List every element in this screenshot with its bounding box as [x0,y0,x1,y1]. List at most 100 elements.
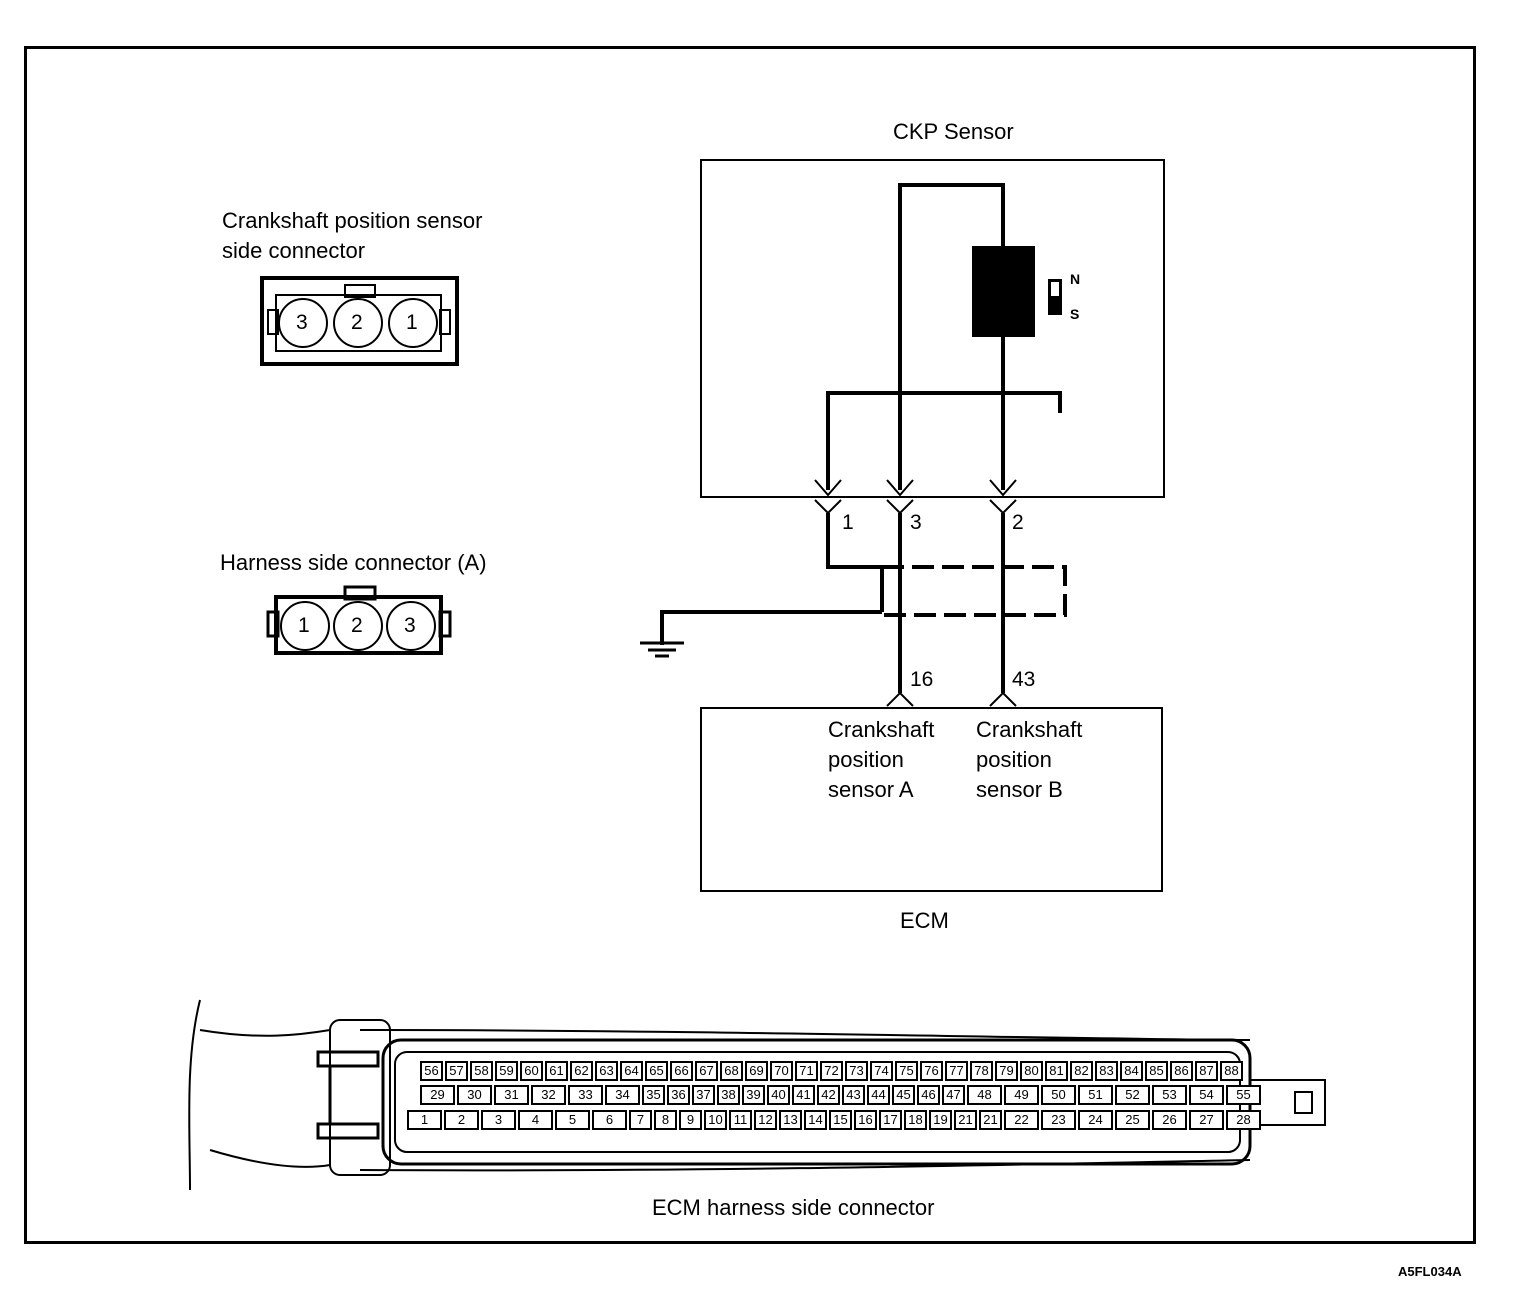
ecm-connector-pin: 58 [470,1061,493,1081]
ecm-pin-16-label: 16 [910,668,934,691]
ecm-connector-pin: 71 [795,1061,818,1081]
ecm-connector-pin: 12 [754,1110,777,1130]
ecm-connector-pin: 30 [457,1085,492,1105]
ecm-connector-pin: 29 [420,1085,455,1105]
ecm-sensor-b-line3: sensor B [976,777,1063,802]
ecm-connector-pin: 48 [967,1085,1002,1105]
ecm-connector-pin: 2 [444,1110,479,1130]
ecm-connector-pin: 4 [518,1110,553,1130]
ecm-connector-pin: 59 [495,1061,518,1081]
ecm-connector-pin: 43 [842,1085,865,1105]
ckp-terminal-2: 2 [1012,511,1024,534]
ecm-connector-pin: 66 [670,1061,693,1081]
harness-connector-drawing [266,585,452,655]
ecm-connector-pin: 75 [895,1061,918,1081]
ecm-connector-pin: 21 [954,1110,977,1130]
ckp-terminal-1: 1 [842,511,854,534]
harness-pin-2: 2 [351,614,363,637]
ecm-connector-pin: 56 [420,1061,443,1081]
ecm-connector-pin: 74 [870,1061,893,1081]
ecm-connector-pin: 36 [667,1085,690,1105]
ecm-connector-pin: 35 [642,1085,665,1105]
ecm-connector-pin: 63 [595,1061,618,1081]
ecm-connector-pin: 7 [629,1110,652,1130]
ecm-connector-pin: 72 [820,1061,843,1081]
ecm-connector-pin: 49 [1004,1085,1039,1105]
harness-connector-title: Harness side connector (A) [220,550,487,575]
ecm-connector-pin: 65 [645,1061,668,1081]
ecm-connector-pin: 83 [1095,1061,1118,1081]
ecm-connector-pin: 85 [1145,1061,1168,1081]
ecm-sensor-a-line3: sensor A [828,777,914,802]
ecm-connector-pin: 27 [1189,1110,1224,1130]
crankshaft-connector-title-line2: side connector [222,238,366,263]
ecm-connector-pin: 6 [592,1110,627,1130]
ecm-sensor-a-line2: position [828,747,904,772]
ecm-connector-pin: 81 [1045,1061,1068,1081]
ecm-connector-pin: 17 [879,1110,902,1130]
ecm-connector-pin: 76 [920,1061,943,1081]
crank-pin-1: 1 [406,311,418,334]
ecm-connector-pin: 88 [1220,1061,1243,1081]
ecm-connector-pin: 86 [1170,1061,1193,1081]
ecm-pin-chevrons [886,691,1017,707]
ecm-connector-pin: 53 [1152,1085,1187,1105]
ecm-connector-pin: 28 [1226,1110,1261,1130]
ecm-connector-pin: 32 [531,1085,566,1105]
ecm-connector-pin: 50 [1041,1085,1076,1105]
ecm-title: ECM [900,908,949,933]
ecm-connector-pin: 64 [620,1061,643,1081]
ecm-sensor-b-line2: position [976,747,1052,772]
ecm-connector-pin: 15 [829,1110,852,1130]
ecm-connector-pin: 22 [1004,1110,1039,1130]
ecm-connector-pin: 87 [1195,1061,1218,1081]
ecm-connector-pin: 3 [481,1110,516,1130]
ecm-pin-43-label: 43 [1012,668,1036,691]
ecm-connector-pin: 44 [867,1085,890,1105]
crankshaft-connector-title-line1: Crankshaft position sensor [222,208,483,233]
ecm-sensor-b-line1: Crankshaft [976,717,1083,742]
ecm-connector-pin: 68 [720,1061,743,1081]
ecm-connector-pin: 41 [792,1085,815,1105]
ground-icon [640,641,684,658]
ecm-box [700,707,1163,892]
ecm-connector-pin: 60 [520,1061,543,1081]
ecm-connector-pin: 1 [407,1110,442,1130]
ckp-internal-wiring [826,183,1062,490]
ecm-connector-pin: 21 [979,1110,1002,1130]
ecm-connector-pin: 45 [892,1085,915,1105]
ecm-connector-caption: ECM harness side connector [652,1195,935,1220]
ecm-connector-pin: 26 [1152,1110,1187,1130]
ecm-connector-pin: 69 [745,1061,768,1081]
ecm-connector-pin: 38 [717,1085,740,1105]
ecm-connector-pin: 9 [679,1110,702,1130]
ecm-connector-pin: 18 [904,1110,927,1130]
ecm-connector-pin: 19 [929,1110,952,1130]
ecm-connector-pin: 33 [568,1085,603,1105]
pickup-coil-icon [972,246,1035,337]
ecm-connector-pin: 16 [854,1110,877,1130]
harness-wiring [660,513,1005,693]
shield-dashed [882,565,1067,617]
ecm-connector-pin: 51 [1078,1085,1113,1105]
ecm-sensor-a-line1: Crankshaft [828,717,935,742]
ecm-connector-pin: 46 [917,1085,940,1105]
magnet-south-label: S [1070,306,1080,322]
ecm-connector-pin: 61 [545,1061,568,1081]
ecm-connector-pin: 62 [570,1061,593,1081]
figure-code: A5FL034A [1398,1264,1462,1279]
ecm-connector-pin: 24 [1078,1110,1113,1130]
crank-pin-2: 2 [351,311,363,334]
crankshaft-connector-drawing [260,276,459,366]
ecm-connector-pin: 40 [767,1085,790,1105]
ecm-connector-pin: 82 [1070,1061,1093,1081]
ecm-connector-pin: 54 [1189,1085,1224,1105]
ckp-sensor-title: CKP Sensor [893,119,1014,144]
ecm-connector-pin: 8 [654,1110,677,1130]
ecm-connector-pin: 79 [995,1061,1018,1081]
ckp-sensor-box [700,159,1165,498]
crank-pin-3: 3 [296,311,308,334]
